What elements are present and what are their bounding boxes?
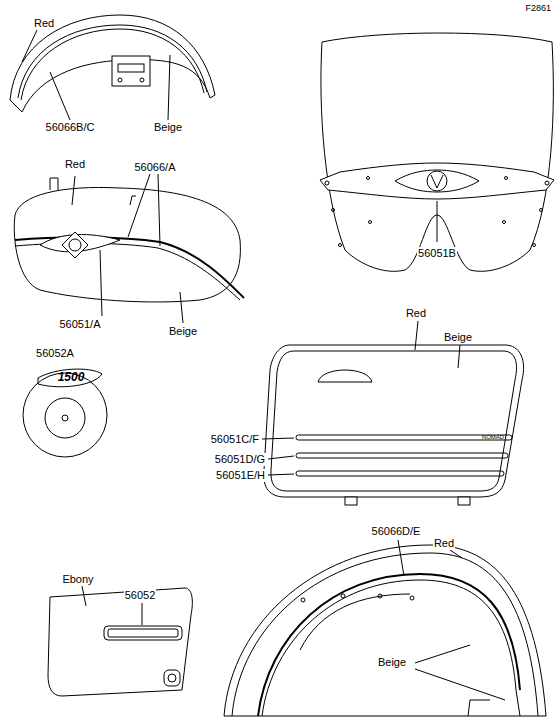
color-name: Red [33, 17, 55, 30]
stripe-text: NOMAD [481, 433, 505, 441]
callout-number: 56051/A [59, 318, 102, 331]
callout-number: 56052A [35, 347, 75, 360]
color-name: Beige [377, 656, 407, 669]
color-name: Ebony [61, 573, 94, 586]
callout-number: 56066B/C [45, 121, 96, 134]
color-name: Red [433, 537, 455, 550]
rear-fender [224, 540, 546, 716]
windscreen [320, 33, 554, 271]
color-name: Beige [168, 325, 198, 338]
fuel-tank [14, 174, 244, 323]
color-name: Red [405, 307, 427, 320]
callout-number: 56066/A [134, 161, 177, 174]
color-name: Red [64, 158, 86, 171]
color-name: Beige [153, 121, 183, 134]
tank-emblem [23, 369, 107, 457]
callout-number: 56051C/F [210, 433, 260, 446]
callout-number: 56051D/G [214, 453, 266, 466]
figure-code: F2861 [524, 3, 552, 14]
callout-number: 56066D/E [371, 525, 422, 538]
front-fender [10, 15, 215, 120]
callout-number: 56051B [417, 247, 457, 260]
callout-number: 56052 [124, 589, 157, 602]
color-name: Beige [443, 331, 473, 344]
side-cover [48, 586, 192, 696]
callout-number: 56051E/H [215, 469, 266, 482]
saddlebag [262, 321, 524, 505]
emblem-text: 1500 [57, 370, 86, 384]
